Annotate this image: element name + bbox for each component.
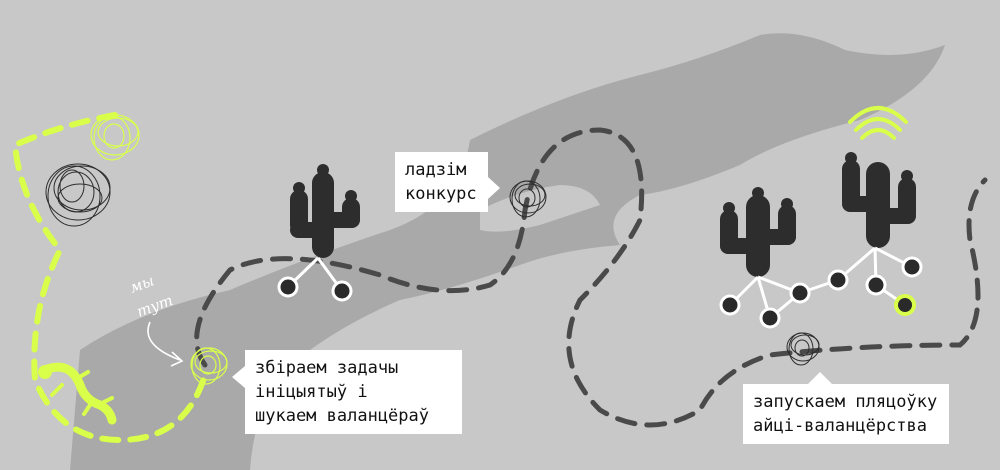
callout-step2-line: ладзім xyxy=(405,160,467,180)
wifi-signal-icon xyxy=(848,106,908,140)
network-node xyxy=(901,256,923,278)
cactus-icon xyxy=(720,187,796,277)
scribble-dot-icon xyxy=(190,347,228,385)
callout-step2-line: конкурс xyxy=(405,184,477,204)
here-note-line1: мы xyxy=(127,271,156,296)
start-loop-path xyxy=(11,112,208,444)
here-arrow xyxy=(147,321,184,367)
callout-step1-line: шукаем валанцёраў xyxy=(255,406,429,426)
callout-step3-line: айці-валанцёрства xyxy=(753,416,927,436)
cactus-icon xyxy=(290,164,360,258)
network-node xyxy=(759,307,781,329)
scribble-dot-icon xyxy=(786,332,820,366)
network-node-active xyxy=(894,294,916,316)
callout-pointer xyxy=(232,366,245,388)
callout-step3: запускаем пляцоўку айці-валанцёрства xyxy=(743,384,949,444)
network-nodes xyxy=(277,256,353,302)
callout-step1: збіраем задачы ініцыятыў і шукаем валанц… xyxy=(245,350,462,434)
network-node xyxy=(789,282,811,304)
network-node xyxy=(827,269,849,291)
lizard-icon xyxy=(38,362,117,425)
scribble-dot-icon xyxy=(45,163,111,227)
callout-step1-line: ініцыятыў і xyxy=(255,382,368,402)
callout-pointer xyxy=(808,372,832,384)
network-node xyxy=(719,294,741,316)
callout-step2: ладзім конкурс xyxy=(395,152,488,212)
route-path xyxy=(194,127,988,428)
cactus-icon xyxy=(842,152,916,248)
network-node xyxy=(865,274,887,296)
scribble-dot-icon xyxy=(90,114,140,161)
scribble-dot-icon xyxy=(509,180,547,218)
callout-step3-line: запускаем пляцоўку xyxy=(753,392,938,412)
callout-pointer xyxy=(488,177,500,199)
callout-step1-line: збіраем задачы xyxy=(255,358,399,378)
